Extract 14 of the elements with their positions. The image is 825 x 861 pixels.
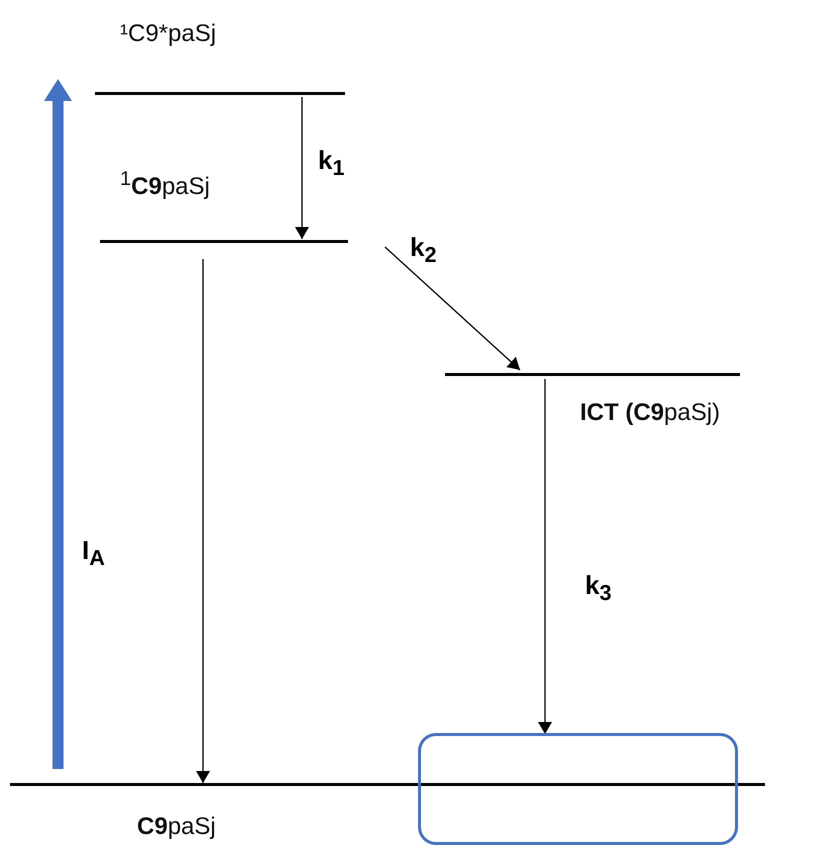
arrow <box>44 79 72 769</box>
highlight-box <box>418 733 738 845</box>
state-label: ICT (C9paSj) <box>580 399 720 427</box>
edge-label: k$_{3}$ <box>585 570 612 608</box>
state-label: ¹C9*paSj <box>120 20 216 48</box>
state-label: C9paSj <box>137 813 216 841</box>
state-label: $^{1}$C9paSj <box>120 167 210 201</box>
arrow <box>384 246 520 370</box>
edge-label: k$_{1}$ <box>318 145 345 182</box>
edge-label: I$_{A}$ <box>82 535 105 572</box>
arrow <box>196 259 210 783</box>
arrow <box>295 97 309 239</box>
edge-label: k$_{2}$ <box>410 232 437 270</box>
arrow <box>538 379 552 734</box>
